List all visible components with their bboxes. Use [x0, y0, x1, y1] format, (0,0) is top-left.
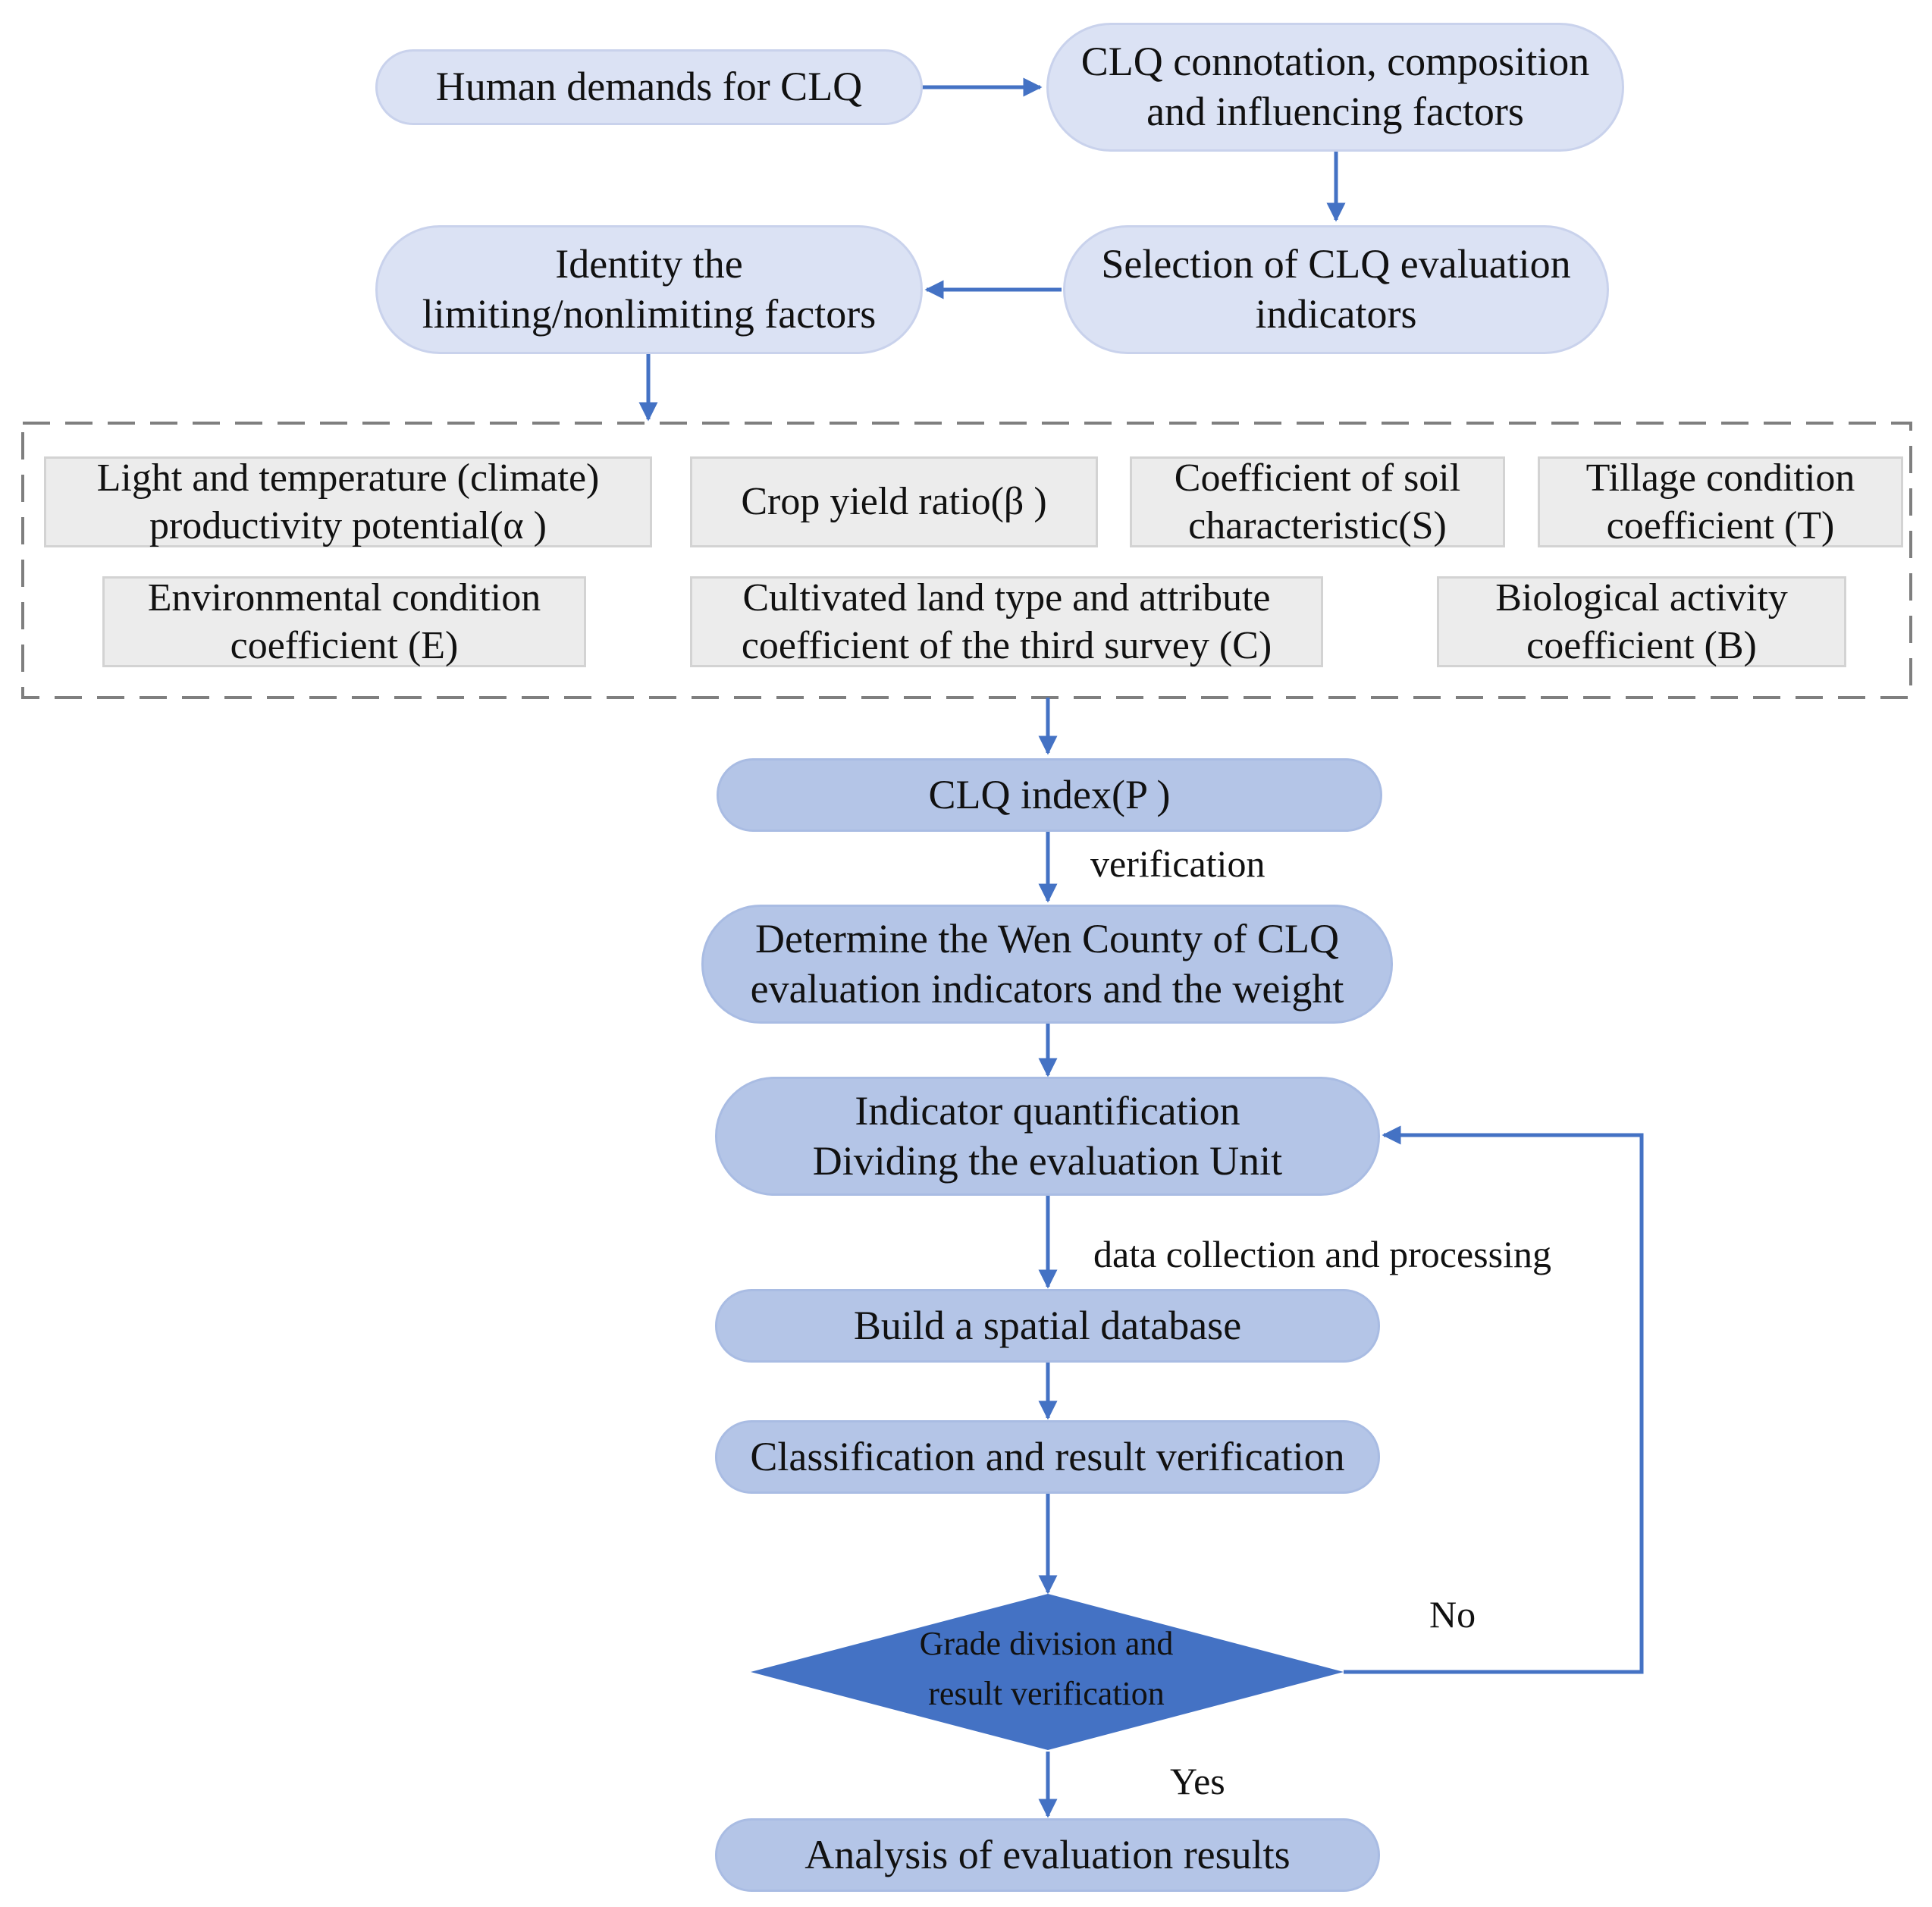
node-clq-connotation-line2: and influencing factors — [1146, 89, 1524, 134]
node-quantify-line1: Indicator quantification — [855, 1087, 1240, 1134]
node-identity-line2: limiting/nonlimiting factors — [422, 291, 877, 337]
indicator-soil: Coefficient of soil characteristic(S) — [1130, 456, 1505, 547]
indicator-beta: Crop yield ratio(β ) — [690, 456, 1098, 547]
indicator-bio-line1: Biological activity — [1495, 576, 1788, 619]
node-clq-index: CLQ index(P ) — [717, 758, 1382, 832]
node-human-demands: Human demands for CLQ — [375, 49, 923, 125]
node-selection-indicators: Selection of CLQ evaluation indicators — [1063, 225, 1609, 354]
node-determine-line1: Determine the Wen County of CLQ — [754, 915, 1339, 961]
node-clq-connotation-line1: CLQ connotation, composition — [1080, 39, 1590, 85]
node-classification: Classification and result verification — [715, 1420, 1380, 1494]
indicator-group-frame — [21, 422, 1912, 699]
node-selection-line1: Selection of CLQ evaluation — [1101, 241, 1571, 287]
node-clq-index-text: CLQ index(P ) — [928, 771, 1171, 817]
node-identity-factors: Identity the limiting/nonlimiting factor… — [375, 225, 923, 354]
node-determine-line2: evaluation indicators and the weight — [750, 965, 1344, 1012]
decision-diamond-label: Grade division and result verification — [819, 1619, 1274, 1719]
indicator-tillage-line2: coefficient (T) — [1606, 504, 1835, 547]
indicator-bio: Biological activity coefficient (B) — [1437, 576, 1846, 667]
indicator-tillage: Tillage condition coefficient (T) — [1538, 456, 1903, 547]
indicator-env-line1: Environmental condition — [147, 576, 541, 619]
indicator-cultivated: Cultivated land type and attribute coeff… — [690, 576, 1323, 667]
indicator-tillage-line1: Tillage condition — [1585, 456, 1855, 500]
node-selection-line2: indicators — [1255, 291, 1417, 337]
node-indicator-quantification: Indicator quantification Dividing the ev… — [715, 1077, 1380, 1196]
edge-label-no: No — [1429, 1593, 1476, 1636]
node-identity-line1: Identity the — [555, 241, 743, 287]
edge-label-yes: Yes — [1170, 1760, 1225, 1802]
node-analysis-text: Analysis of evaluation results — [804, 1831, 1291, 1877]
indicator-alpha-line2: productivity potential(α ) — [149, 504, 547, 547]
indicator-env-line2: coefficient (E) — [230, 624, 459, 667]
node-analysis-results: Analysis of evaluation results — [715, 1818, 1380, 1892]
decision-diamond — [751, 1594, 1344, 1750]
node-human-demands-text: Human demands for CLQ — [435, 64, 863, 110]
decision-diamond-line1: Grade division and — [919, 1625, 1174, 1662]
edge-label-data-collection: data collection and processing — [1093, 1233, 1551, 1275]
decision-diamond-line2: result verification — [928, 1675, 1165, 1712]
node-database-text: Build a spatial database — [853, 1302, 1242, 1348]
node-clq-connotation: CLQ connotation, composition and influen… — [1046, 23, 1624, 152]
indicator-bio-line2: coefficient (B) — [1526, 624, 1757, 667]
indicator-cultivated-line1: Cultivated land type and attribute — [742, 576, 1271, 619]
indicator-soil-line1: Coefficient of soil — [1174, 456, 1461, 500]
indicator-env: Environmental condition coefficient (E) — [102, 576, 586, 667]
indicator-soil-line2: characteristic(S) — [1188, 504, 1447, 547]
node-determine-weight: Determine the Wen County of CLQ evaluati… — [701, 905, 1393, 1024]
indicator-alpha: Light and temperature (climate) producti… — [44, 456, 652, 547]
indicator-beta-text: Crop yield ratio(β ) — [741, 480, 1047, 524]
node-quantify-line2: Dividing the evaluation Unit — [812, 1137, 1283, 1184]
edge-label-verification: verification — [1090, 842, 1266, 885]
indicator-cultivated-line2: coefficient of the third survey (C) — [741, 624, 1272, 667]
node-spatial-database: Build a spatial database — [715, 1289, 1380, 1363]
indicator-alpha-line1: Light and temperature (climate) — [96, 456, 600, 500]
node-classification-text: Classification and result verification — [750, 1433, 1345, 1479]
arrow-no-feedback-loop — [1344, 1125, 1644, 1674]
